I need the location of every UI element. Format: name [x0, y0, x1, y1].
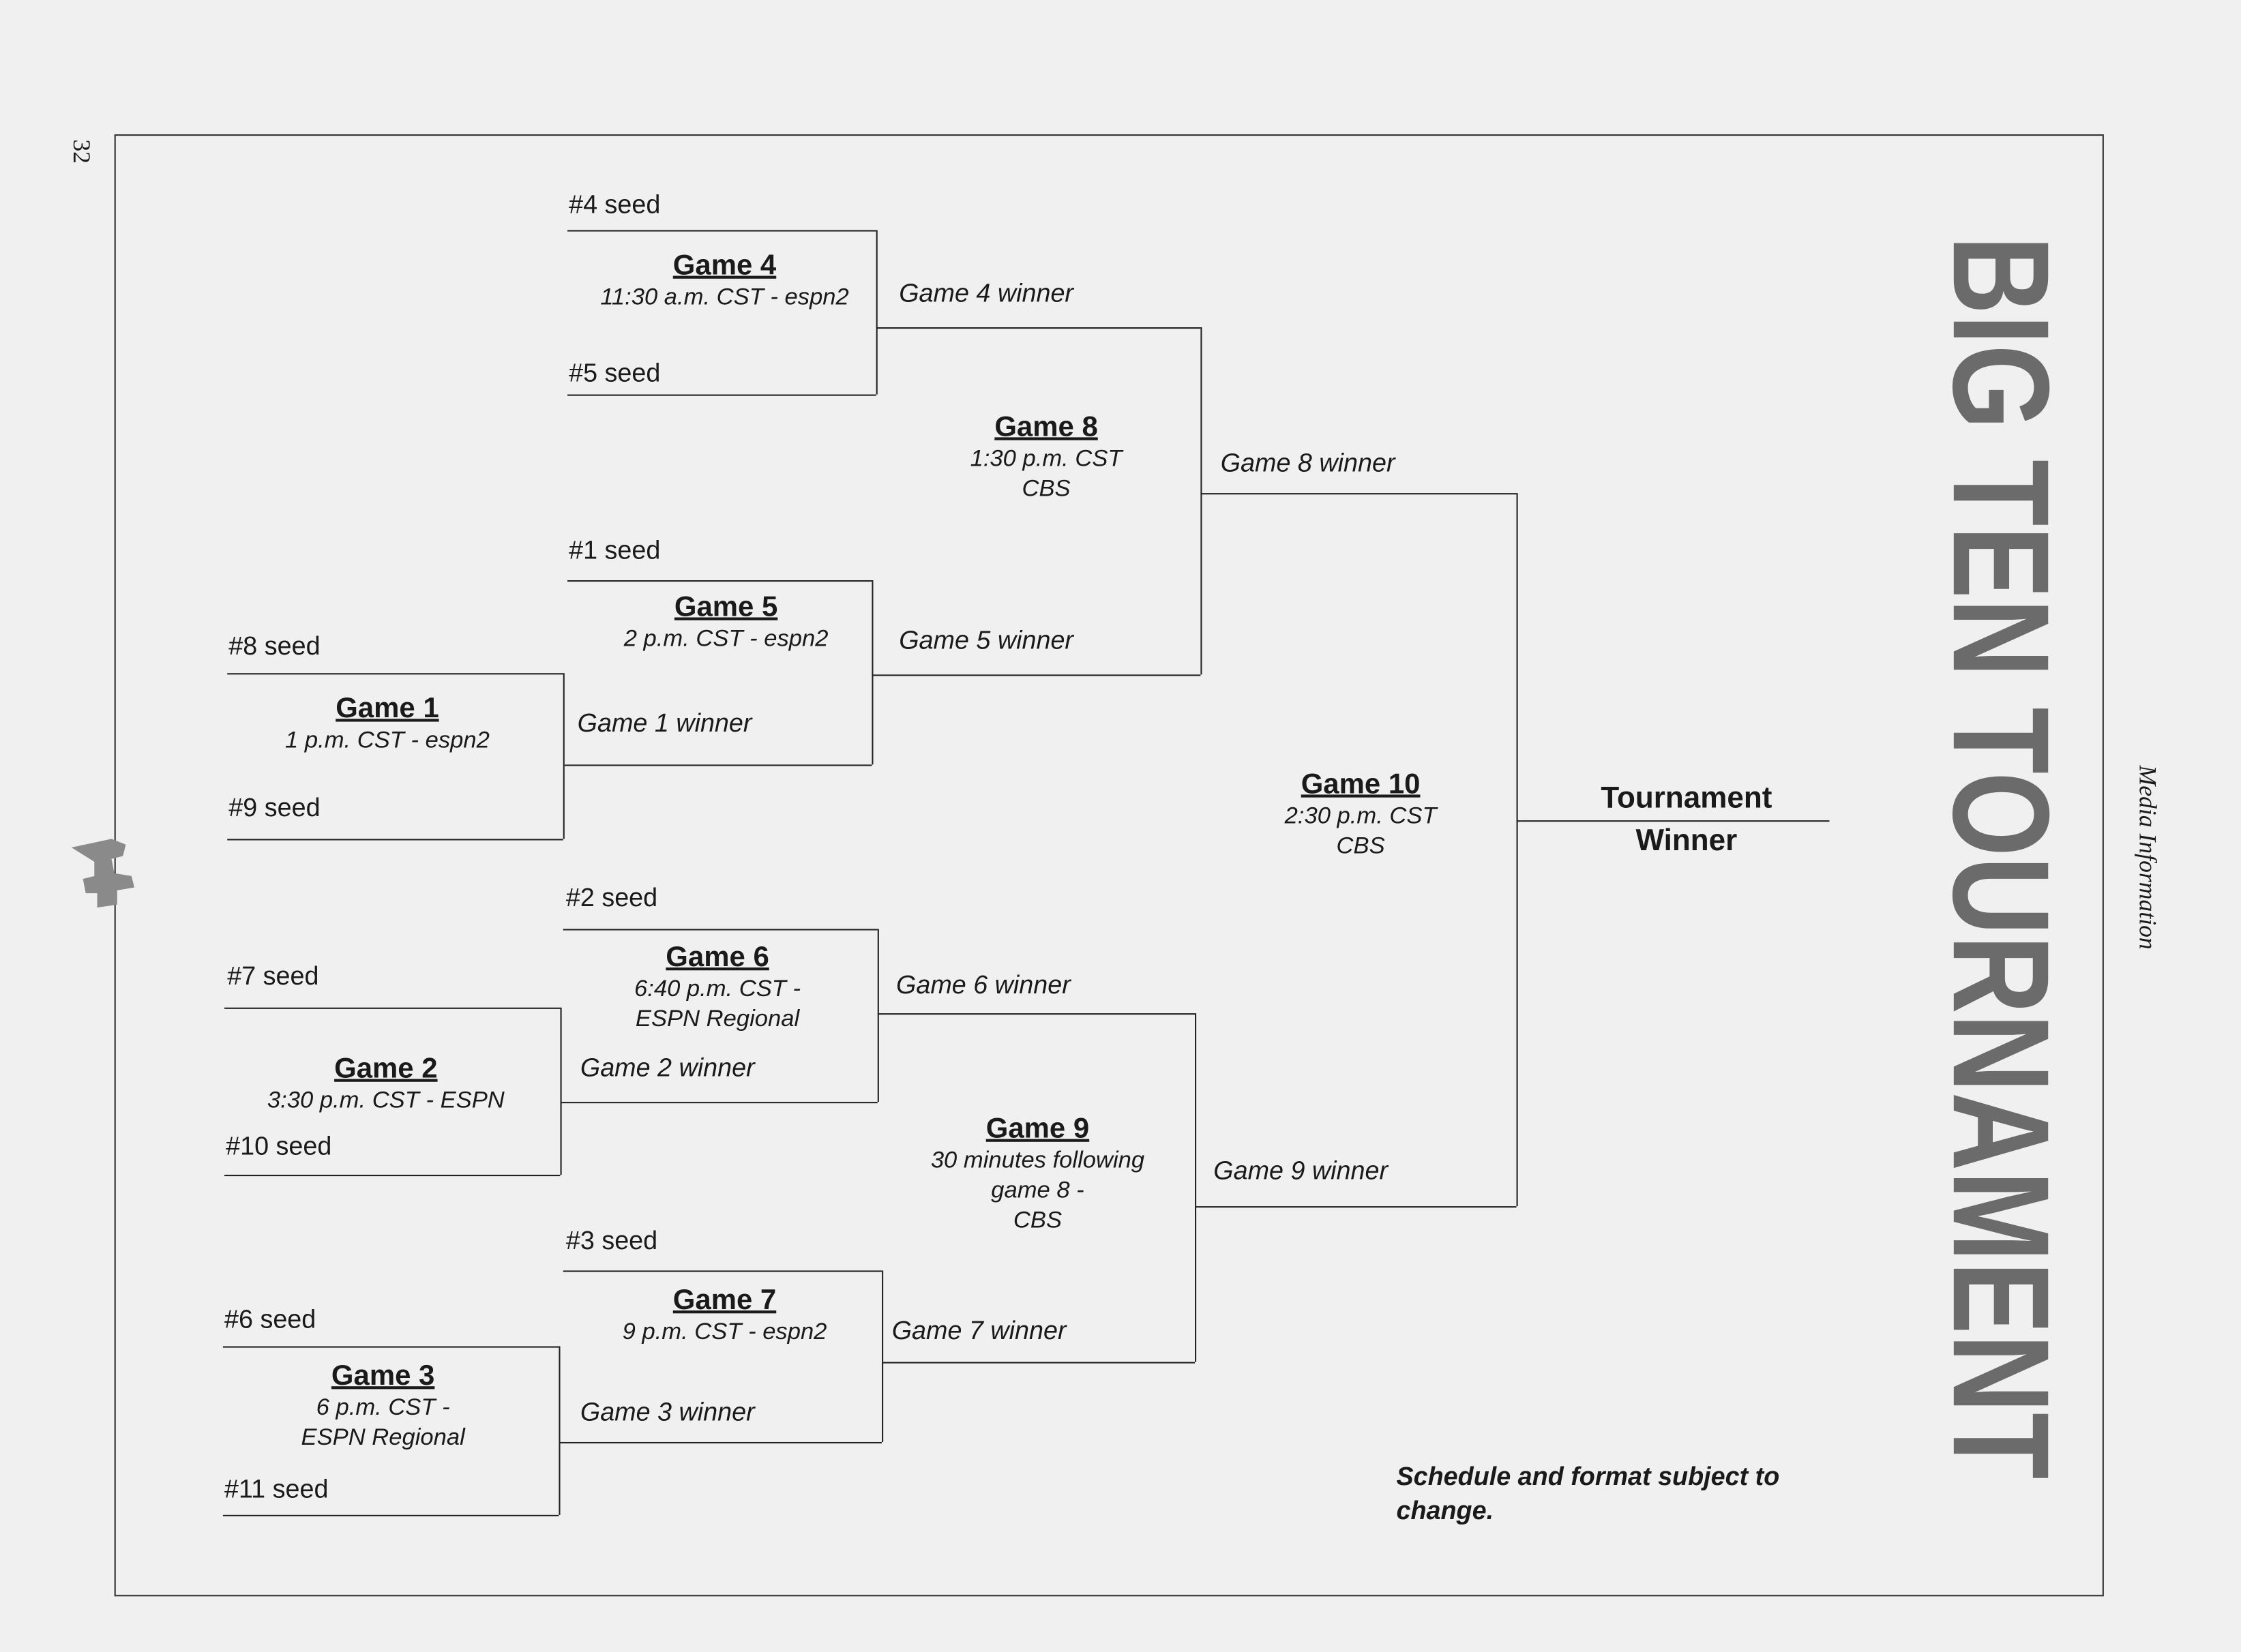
- bracket-line: [1200, 327, 1202, 675]
- game-4-winner: Game 4 winner: [899, 278, 1074, 307]
- game-title: Game 3: [331, 1360, 435, 1392]
- game-6: Game 6 6:40 p.m. CST - ESPN Regional: [546, 940, 889, 1034]
- game-title: Game 9: [985, 1113, 1090, 1145]
- page-number: 32: [68, 139, 95, 164]
- game-6-winner: Game 6 winner: [896, 970, 1071, 1000]
- bracket-line: [567, 394, 876, 396]
- game-title: Game 2: [334, 1053, 438, 1085]
- bracket-line: [227, 673, 563, 675]
- bracket-line: [560, 1007, 562, 1175]
- game-title: Game 8: [994, 411, 1098, 443]
- seed-8: #8 seed: [228, 631, 321, 661]
- game-title: Game 1: [336, 693, 439, 725]
- game-title: Game 6: [666, 942, 769, 974]
- bracket-line: [1516, 493, 1518, 1207]
- bracket-line: [563, 929, 878, 931]
- game-network: ESPN Regional: [301, 1424, 465, 1451]
- bracket-line: [222, 1514, 559, 1516]
- seed-3: #3 seed: [565, 1226, 658, 1255]
- tournament-winner-line1: Tournament: [1601, 781, 1772, 815]
- game-2: Game 2 3:30 p.m. CST - ESPN: [214, 1052, 557, 1116]
- bracket-line: [567, 580, 872, 582]
- bracket-line: [877, 929, 879, 1102]
- seed-9: #9 seed: [228, 793, 321, 822]
- game-5: Game 5 2 p.m. CST - espn2: [554, 590, 897, 655]
- game-7-winner: Game 7 winner: [891, 1316, 1067, 1345]
- bracket-line: [227, 839, 563, 841]
- bracket-line: [563, 1270, 882, 1272]
- bracket-line: [560, 1441, 882, 1444]
- game-9: Game 9 30 minutes following game 8 - CBS: [866, 1112, 1209, 1236]
- seed-10: #10 seed: [226, 1132, 332, 1161]
- seed-1: #1 seed: [569, 536, 661, 565]
- seed-11: #11 seed: [224, 1475, 329, 1504]
- bracket-line: [872, 580, 874, 765]
- game-time-2: game 8 -: [991, 1177, 1084, 1203]
- side-title-text: BIG TEN TOURNAMENT: [1929, 236, 2073, 1480]
- bracket-line: [567, 230, 876, 232]
- game-time: 1:30 p.m. CST: [970, 445, 1123, 472]
- game-9-winner: Game 9 winner: [1213, 1156, 1389, 1185]
- game-network: CBS: [1022, 476, 1071, 502]
- seed-4: #4 seed: [569, 190, 661, 219]
- bracket-line: [564, 764, 872, 766]
- footnote: Schedule and format subject to change.: [1396, 1459, 1779, 1528]
- seed-5: #5 seed: [569, 359, 661, 388]
- game-5-winner: Game 5 winner: [899, 626, 1074, 655]
- seed-6: #6 seed: [224, 1304, 316, 1334]
- game-network: ESPN Regional: [635, 1006, 800, 1032]
- game-network: CBS: [1013, 1207, 1063, 1233]
- game-4: Game 4 11:30 a.m. CST - espn2: [553, 249, 896, 313]
- bracket-line: [877, 1013, 1196, 1015]
- bracket-line: [222, 1346, 559, 1348]
- game-time: 3:30 p.m. CST - ESPN: [267, 1087, 505, 1113]
- bracket-line: [1200, 493, 1517, 495]
- tournament-winner-line2: Winner: [1635, 824, 1738, 858]
- footnote-line2: change.: [1396, 1496, 1494, 1525]
- game-title: Game 10: [1301, 768, 1421, 800]
- game-3-winner: Game 3 winner: [580, 1397, 755, 1426]
- footnote-line1: Schedule and format subject to: [1396, 1462, 1780, 1491]
- game-3: Game 3 6 p.m. CST - ESPN Regional: [211, 1359, 554, 1453]
- page-frame: [114, 134, 2104, 1597]
- bracket-line: [559, 1346, 561, 1515]
- game-time: 30 minutes following: [930, 1147, 1145, 1173]
- game-8-winner: Game 8 winner: [1220, 449, 1395, 478]
- bracket-line: [1516, 820, 1830, 822]
- game-time: 11:30 a.m. CST - espn2: [600, 284, 849, 310]
- bracket-line: [563, 673, 565, 839]
- game-time: 2:30 p.m. CST: [1284, 803, 1437, 829]
- game-1-winner: Game 1 winner: [577, 708, 752, 738]
- bracket-line: [1195, 1206, 1517, 1208]
- game-8: Game 8 1:30 p.m. CST CBS: [875, 410, 1218, 505]
- bracket-line: [882, 1270, 884, 1442]
- game-title: Game 5: [674, 591, 778, 623]
- bracket-line: [224, 1007, 561, 1009]
- game-time: 1 p.m. CST - espn2: [285, 727, 490, 753]
- game-time: 9 p.m. CST - espn2: [622, 1319, 827, 1345]
- team-logo-icon: [71, 839, 134, 908]
- side-title: BIG TEN TOURNAMENT: [1929, 236, 2073, 1480]
- bracket-line: [876, 327, 1201, 329]
- bracket-line: [876, 230, 878, 395]
- game-10: Game 10 2:30 p.m. CST CBS: [1189, 768, 1532, 862]
- bracket-line: [560, 1102, 878, 1104]
- tournament-winner: Tournament Winner: [1572, 777, 1800, 863]
- bracket-line: [224, 1174, 561, 1177]
- bracket-line: [1195, 1013, 1197, 1362]
- game-7: Game 7 9 p.m. CST - espn2: [553, 1283, 896, 1347]
- section-label: Media Information: [2133, 765, 2161, 950]
- game-time: 2 p.m. CST - espn2: [623, 626, 829, 652]
- seed-7: #7 seed: [227, 961, 319, 991]
- bracket-line: [882, 1362, 1196, 1364]
- game-title: Game 4: [672, 250, 777, 282]
- game-title: Game 7: [672, 1285, 777, 1317]
- game-network: CBS: [1336, 833, 1385, 859]
- game-2-winner: Game 2 winner: [580, 1053, 755, 1082]
- game-time: 6:40 p.m. CST -: [634, 976, 801, 1002]
- game-time: 6 p.m. CST -: [316, 1394, 450, 1421]
- seed-2: #2 seed: [565, 883, 658, 912]
- bracket-line: [872, 674, 1201, 676]
- game-1: Game 1 1 p.m. CST - espn2: [216, 692, 559, 756]
